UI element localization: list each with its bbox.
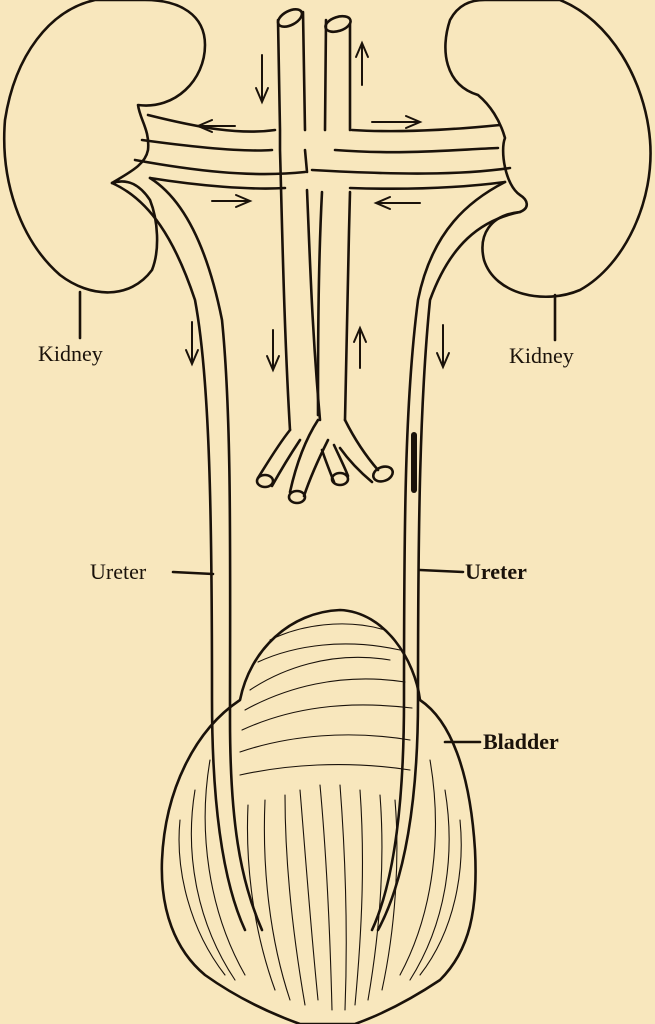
iliac-branch-left-outer — [256, 428, 292, 480]
aorta-right-wall — [343, 22, 352, 422]
bladder-hatch — [246, 804, 276, 991]
aorta-left-wall — [316, 18, 328, 417]
bladder-hatch — [241, 704, 413, 731]
bladder-hatch — [399, 759, 436, 976]
vena-cava-top — [276, 8, 304, 28]
right-renal-artery-upper — [333, 146, 500, 154]
iliac-branch-inner-b — [332, 443, 350, 478]
bladder-label: Bladder — [483, 729, 559, 754]
bladder-hatch — [299, 789, 319, 1001]
down-arrow-icon — [436, 324, 450, 370]
vena-cava-left-wall — [276, 18, 292, 432]
left-arrow-icon — [373, 196, 421, 210]
iliac-left-end — [255, 473, 275, 489]
right-ureter-outer — [376, 210, 522, 932]
bladder-hatch — [249, 656, 391, 691]
ureter-right-leader — [418, 568, 465, 574]
bladder-hatch — [239, 764, 411, 776]
bladder-hatch — [190, 789, 236, 981]
bladder-hatch — [381, 799, 398, 991]
left-renal-artery-upper — [140, 138, 274, 152]
left-renal-vein — [146, 113, 277, 133]
bladder-outline — [160, 608, 477, 1024]
left-renal-artery-lower — [133, 158, 307, 176]
iliac-branch-right-outer — [343, 418, 380, 472]
ureter-left-label: Ureter — [90, 559, 147, 584]
bladder-hatch — [244, 678, 406, 711]
kidney-right-label: Kidney — [509, 343, 574, 368]
down-arrow-icon — [255, 54, 269, 105]
right-ureter-inner — [370, 180, 507, 932]
right-renal-artery-lower — [310, 166, 512, 175]
left-kidney-outline — [3, 0, 207, 294]
bladder-hatch — [367, 794, 383, 1001]
left-arrow-icon — [195, 119, 236, 133]
iliac-mid-end — [287, 489, 307, 505]
iliac-branch-mid-outer — [288, 418, 320, 494]
iliac-branch-left-inner — [270, 438, 302, 488]
right-renal-vein — [350, 123, 502, 133]
bladder-hatch — [409, 789, 450, 981]
down-arrow-icon — [266, 329, 280, 373]
bladder-hatch — [339, 784, 347, 1011]
right-kidney-outline — [444, 0, 652, 298]
iliac-right-end — [372, 465, 394, 483]
iliac-branch-right-inner — [338, 446, 374, 484]
ureter-left-leader — [171, 570, 215, 576]
left-ureter-inner — [148, 176, 264, 932]
bladder-hatch — [354, 789, 364, 1006]
bladder-hatch — [257, 643, 401, 663]
bladder-hatch — [239, 734, 411, 753]
bladder-hatch — [419, 819, 462, 976]
bladder-hatch — [269, 623, 386, 641]
ureter-right-label: Ureter — [465, 559, 527, 584]
right-arrow-icon — [371, 115, 423, 129]
left-hilum-fold — [148, 176, 287, 190]
up-arrow-icon — [353, 325, 367, 369]
bladder-hatch — [284, 794, 306, 1006]
down-arrow-icon — [185, 321, 199, 367]
aorta-top — [324, 14, 352, 34]
left-ureter-outer — [110, 181, 247, 932]
bladder-hatch — [204, 759, 246, 976]
bladder-hatch — [178, 819, 226, 976]
right-arrow-icon — [211, 194, 253, 208]
iliac-branch-mid-inner — [302, 438, 330, 498]
kidney-left-label: Kidney — [38, 341, 103, 366]
bladder-hatch — [319, 784, 333, 1011]
bladder-hatch — [263, 799, 291, 1001]
right-hilum-fold — [348, 180, 507, 191]
iliac-inner-end — [330, 471, 350, 487]
up-arrow-icon — [355, 40, 369, 86]
